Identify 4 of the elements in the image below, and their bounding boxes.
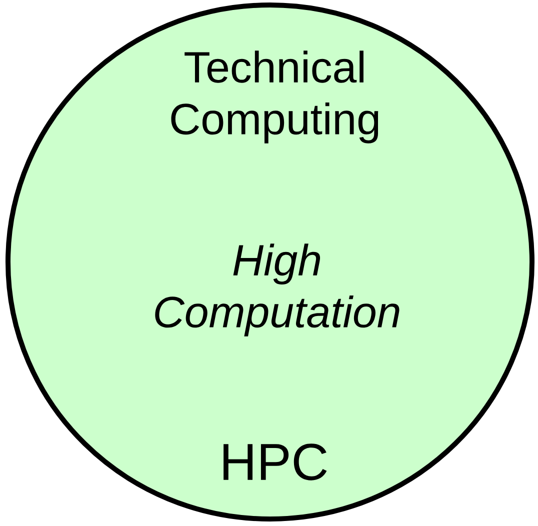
node-text: High Computation — [155, 244, 400, 336]
node-label: HPC — [224, 444, 327, 480]
circle-node — [6, 2, 534, 522]
node-heading: Technical Computing — [171, 50, 378, 144]
